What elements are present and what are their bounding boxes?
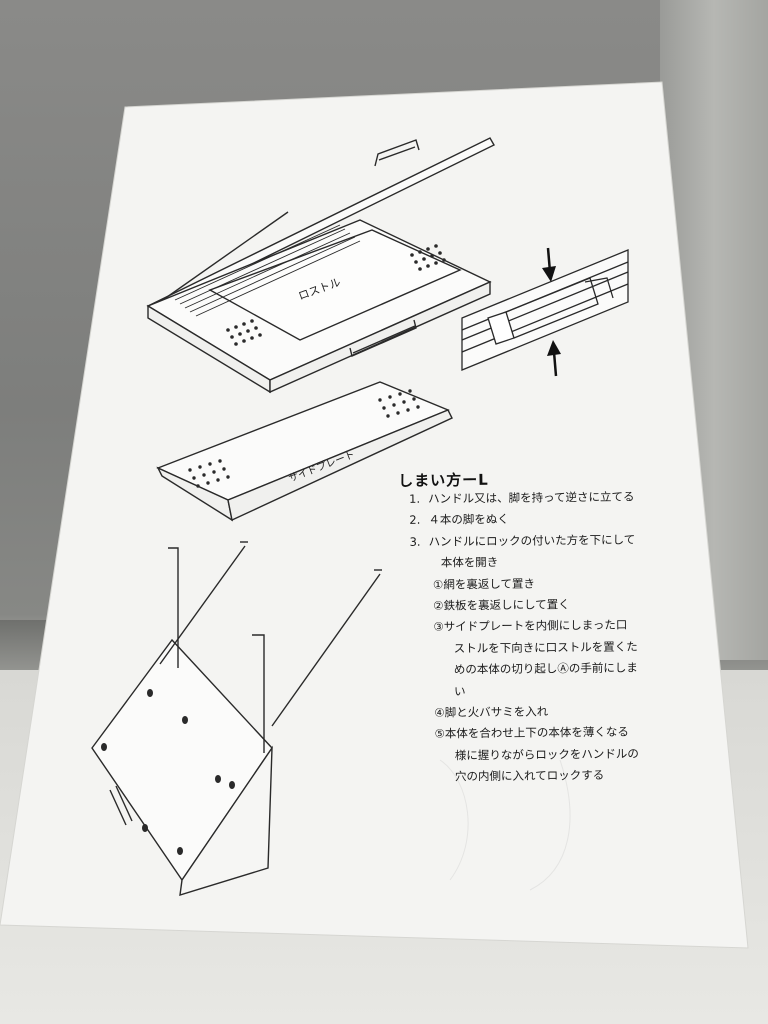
- substep-3-line-3: めの本体の切り起しⒶの手前にしま: [453, 660, 638, 677]
- step-2: 2.４本の脚をぬく: [409, 512, 509, 528]
- step-1: 1.ハンドル又は、脚を持って逆さに立てる: [409, 489, 635, 506]
- open-body-illustration: [91, 541, 382, 896]
- substep-2: ②鉄板を裏返しにして置く: [433, 597, 570, 613]
- substep-3-line-4: い: [454, 683, 466, 699]
- substep-3-line-2: ストルを下向きに口ストルを置くた: [453, 639, 638, 656]
- instruction-list: 1.ハンドル又は、脚を持って逆さに立てる 2.４本の脚をぬく 3.ハンドルにロッ…: [398, 486, 701, 789]
- step-text: ハンドルにロックの付いた方を下にして: [428, 532, 636, 549]
- substep-4: ④脚と火バサミを入れ: [434, 704, 549, 720]
- substep-3: ③サイドプレートを内側にしまった口: [433, 618, 628, 635]
- substep-5: ⑤本体を合わせ上下の本体を薄くなる: [434, 725, 629, 742]
- step-text: ４本の脚をぬく: [428, 512, 509, 528]
- substep-5-line-3: 穴の内側に入れてロックする: [454, 768, 605, 784]
- substep-5-line-2: 様に握りながらロックをハンドルの: [454, 746, 639, 763]
- open-case-illustration: [146, 137, 495, 394]
- lock-detail-illustration: [461, 249, 629, 371]
- step-3: 3.ハンドルにロックの付いた方を下にして: [409, 532, 636, 549]
- substep-1: ①網を裏返して置き: [432, 576, 536, 592]
- step-text: ハンドル又は、脚を持って逆さに立てる: [428, 489, 635, 506]
- side-plate-illustration: [156, 381, 453, 522]
- step-3-continued: 本体を開き: [440, 555, 499, 570]
- lock-arrows: [542, 247, 561, 377]
